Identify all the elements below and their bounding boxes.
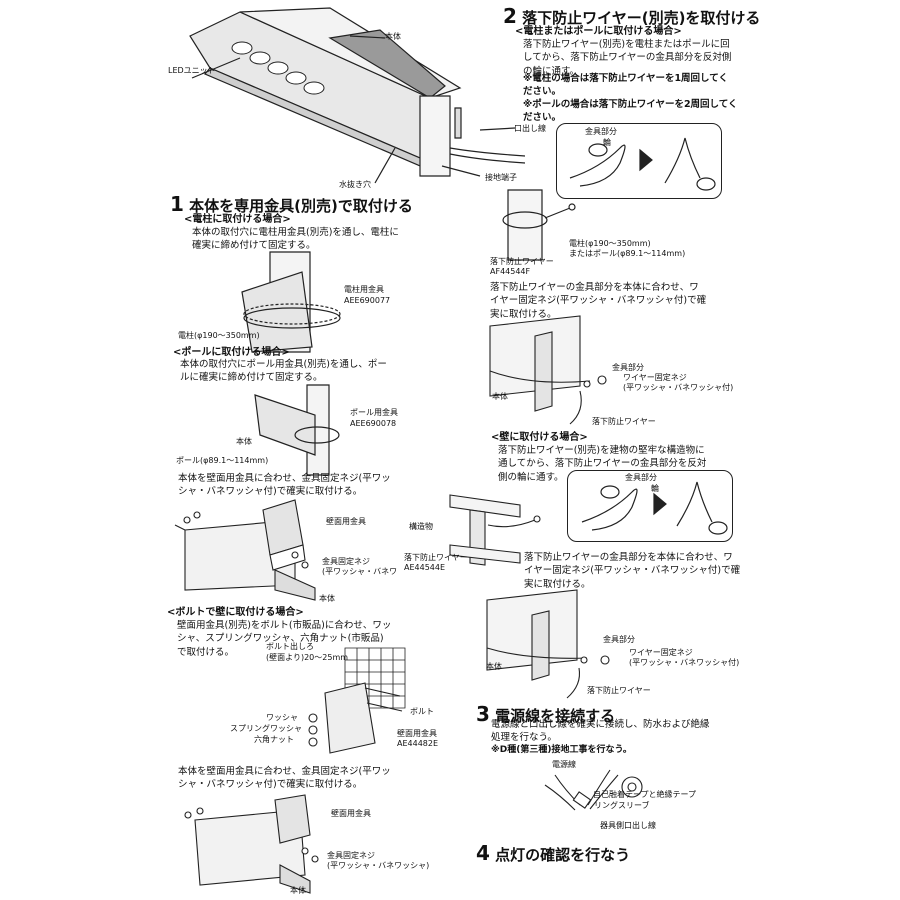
step3-note: ※D種(第三種)接地工事を行なう。 — [491, 745, 632, 755]
step1-bolt-heading: <ボルトで壁に取付ける場合> — [167, 607, 304, 618]
bolt-mount-figure — [305, 648, 415, 758]
label-wall-bracket: 壁面用金具 — [326, 517, 366, 526]
label-wire-metal-part-4: 金具部分 — [603, 635, 635, 644]
label-bolt-protrusion: ボルト出しろ — [266, 642, 314, 651]
label-bolt-bracket-code: AE44482E — [397, 739, 439, 748]
label-bolt-bracket: 壁面用金具 — [397, 729, 437, 738]
step1-wall2-text: 本体を壁面用金具に合わせ、金具固定ネジ(平ワッ シャ・バネワッシャ付)で確実に取… — [178, 766, 391, 791]
label-wall2-screw-washer: (平ワッシャ・バネワッシャ) — [327, 861, 430, 870]
label-hex-nut: 六角ナット — [254, 735, 294, 744]
label-pole-range-2: またはポール(φ89.1〜114mm) — [569, 249, 686, 258]
step1-utility-pole-text: 本体の取付穴に電柱用金具(別売)を通し、電柱に 確実に締め付けて固定する。 — [192, 227, 399, 252]
wire-loop-detail-1 — [560, 128, 720, 198]
label-bolt-protrusion-size: (壁面より)20〜25mm — [266, 653, 349, 662]
step3-number: 3 — [476, 702, 490, 726]
label-body-wire-1: 本体 — [492, 392, 508, 401]
label-fall-wire-3: 落下防止ワイヤー — [404, 553, 468, 562]
label-ring-sleeve: リングスリーブ — [594, 801, 650, 810]
label-wire-screw: ワイヤー固定ネジ — [623, 373, 687, 382]
label-wall-body: 本体 — [319, 594, 335, 603]
step2-pole-heading: <電柱またはポールに取付ける場合> — [515, 26, 682, 37]
label-led-unit: LEDユニット — [168, 66, 216, 75]
label-wire-metal-part-3: 金具部分 — [625, 473, 657, 482]
step1-bolt-text: 壁面用金具(別売)をボルト(市販品)に合わせ、ワッ シャ、スプリングワッシャ、六… — [177, 620, 392, 658]
wire-attach-figure-2 — [487, 590, 647, 700]
step1-utility-pole-heading: <電柱に取付ける場合> — [184, 214, 291, 225]
step2-wall-attach-text: 落下防止ワイヤーの金具部分を本体に合わせ、ワ イヤー固定ネジ(平ワッシャ・バネワ… — [524, 552, 741, 590]
utility-pole-figure — [232, 252, 362, 352]
step2-wall-heading: <壁に取付ける場合> — [491, 432, 588, 443]
label-spring-washer: スプリングワッシャ — [230, 724, 302, 733]
step1-wall-text: 本体を壁面用金具に合わせ、金具固定ネジ(平ワッ シャ・バネワッシャ付)で確実に取… — [178, 473, 391, 498]
label-wall2-screw: 金具固定ネジ — [327, 851, 375, 860]
step4-number: 4 — [476, 841, 490, 865]
step2-pole-note2: ※ポールの場合は落下防止ワイヤーを2周回してく ださい。 — [523, 99, 738, 124]
label-body-top: 本体 — [385, 32, 401, 41]
pole-figure — [255, 385, 355, 475]
label-wall2-bracket: 壁面用金具 — [331, 809, 371, 818]
label-utility-bracket-code: AEE690077 — [344, 296, 391, 305]
step2-wall-text: 落下防止ワイヤー(別売)を建物の堅牢な構造物に 通してから、落下防止ワイヤーの金… — [498, 445, 707, 483]
label-utility-pole-size: 電柱(φ190〜350mm) — [178, 331, 260, 340]
step2-number: 2 — [503, 4, 517, 28]
wall-bracket-figure-2 — [180, 795, 340, 895]
structure-wire-figure — [440, 495, 550, 565]
label-wire-metal-part-2: 金具部分 — [612, 363, 644, 372]
label-washer: ワッシャ — [266, 713, 298, 722]
wall-bracket-figure — [175, 500, 375, 605]
label-pole-body: 本体 — [236, 437, 252, 446]
step4-title: 4 点灯の確認を行なう — [476, 841, 631, 865]
label-wall-screw-washer: (平ワッシャ・バネワ — [322, 567, 398, 576]
label-wall2-body: 本体 — [290, 886, 306, 895]
label-bolt: ボルト — [410, 707, 434, 716]
step1-title: 1 本体を専用金具(別売)で取付ける — [170, 192, 413, 216]
label-power-line: 電源線 — [552, 760, 576, 769]
label-fall-wire: 落下防止ワイヤー — [490, 257, 554, 266]
step1-pole-heading: <ポールに取付ける場合> — [173, 347, 290, 358]
label-tape: 自己融着テープと絶縁テープ — [593, 790, 697, 799]
label-drain-hole: 水抜き穴 — [339, 180, 371, 189]
wire-detail-box-1 — [556, 123, 722, 199]
label-wire-ring-2: 輪 — [651, 484, 659, 493]
label-fall-wire-2: 落下防止ワイヤー — [592, 417, 656, 426]
label-lead-wire: 口出し線 — [514, 124, 546, 133]
label-wire-screw-2: ワイヤー固定ネジ — [629, 648, 693, 657]
step2-pole-note1: ※電柱の場合は落下防止ワイヤーを1周回してく ださい。 — [523, 73, 728, 98]
label-wire-ring: 輪 — [603, 138, 611, 147]
step3-text: 電源線と口出し線を確実に接続し、防水および絶縁 処理を行なう。 — [491, 719, 710, 744]
label-wire-screw-washer-2: (平ワッシャ・バネワッシャ付) — [629, 658, 740, 667]
pole-wire-figure — [500, 190, 580, 260]
label-pole-range: 電柱(φ190〜350mm) — [569, 239, 651, 248]
wire-attach-figure-1 — [490, 316, 650, 426]
label-body-wire-2: 本体 — [486, 662, 502, 671]
step1-pole-text: 本体の取付穴にポール用金具(別売)を通し、ポー ルに確実に締め付けて固定する。 — [180, 359, 387, 384]
wire-loop-detail-2 — [572, 474, 732, 540]
label-ground-terminal: 接地端子 — [485, 173, 517, 182]
label-pole-bracket: ポール用金具 — [350, 408, 398, 417]
label-wire-screw-washer: (平ワッシャ・バネワッシャ付) — [623, 383, 734, 392]
label-structure: 構造物 — [409, 522, 433, 531]
label-pole-size: ポール(φ89.1〜114mm) — [176, 456, 269, 465]
label-fall-wire-4: 落下防止ワイヤー — [587, 686, 651, 695]
fixture-illustration — [180, 8, 530, 188]
wiring-figure — [540, 765, 650, 825]
label-wire-metal-part: 金具部分 — [585, 127, 617, 136]
label-wall-screw: 金具固定ネジ — [322, 557, 370, 566]
label-fall-wire-code-2: AE44544E — [404, 563, 446, 572]
label-fall-wire-code: AF44544F — [490, 267, 531, 276]
step2-pole-attach-text: 落下防止ワイヤーの金具部分を本体に合わせ、ワ イヤー固定ネジ(平ワッシャ・バネワ… — [490, 282, 707, 320]
label-pole-bracket-code: AEE690078 — [350, 419, 397, 428]
step2-title: 2 落下防止ワイヤー(別売)を取付ける — [503, 4, 761, 28]
label-fixture-lead: 器具側口出し線 — [600, 821, 656, 830]
step1-number: 1 — [170, 192, 184, 216]
label-utility-bracket: 電柱用金具 — [344, 285, 384, 294]
step3-title: 3 電源線を接続する — [476, 702, 616, 726]
step2-pole-text: 落下防止ワイヤー(別売)を電柱またはポールに回 してから、落下防止ワイヤーの金具… — [523, 39, 732, 77]
